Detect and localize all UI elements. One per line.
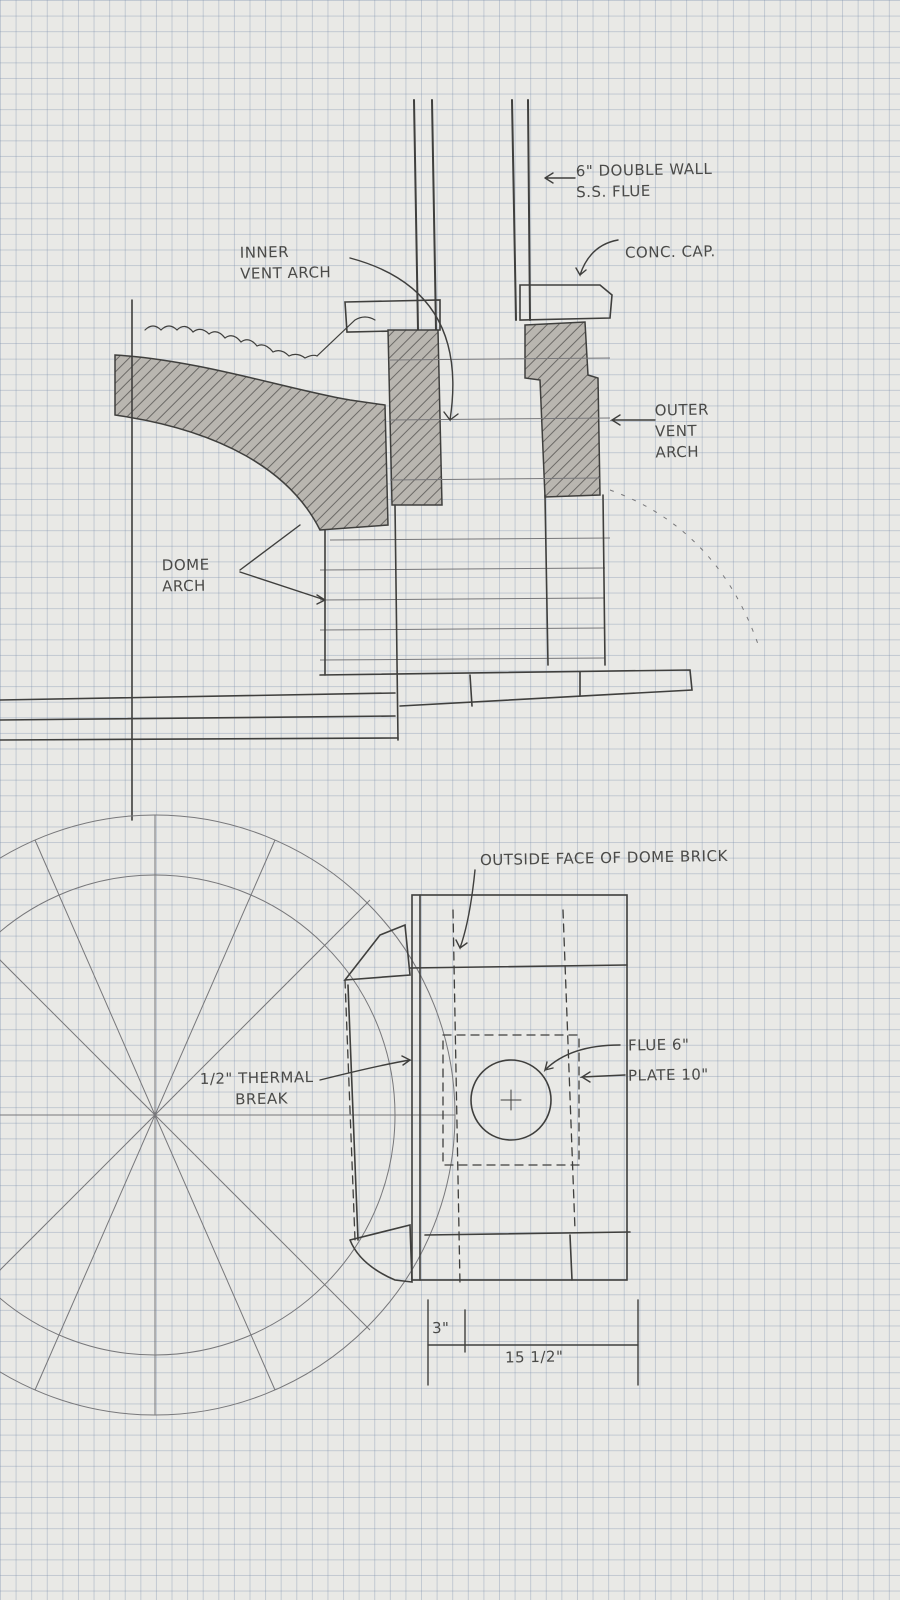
- outer-vent-arch: [524, 321, 601, 498]
- concrete-cap: [344, 284, 613, 333]
- plate-dashed: [344, 909, 580, 1286]
- label-dome-line2: ARCH: [162, 576, 207, 596]
- structure-lines: [0, 299, 693, 821]
- label-outside-face: OUTSIDE FACE OF DOME BRICK: [479, 846, 728, 870]
- label-inner-line2: VENT ARCH: [240, 263, 332, 283]
- label-flue-line1: 6" DOUBLE WALL: [575, 159, 713, 181]
- label-inner-vent-arch: INNER VENT ARCH: [240, 241, 332, 285]
- dimension-15-5in: 15 1/2": [504, 1347, 564, 1367]
- brick-courses: [319, 357, 611, 661]
- label-thermal-break: 1/2" THERMAL BREAK: [200, 1067, 314, 1111]
- label-inner-line1: INNER: [239, 242, 290, 262]
- label-outer-line3: ARCH: [655, 442, 700, 462]
- label-flue-plan: FLUE 6": [627, 1035, 690, 1055]
- vent-plan: [343, 894, 631, 1283]
- label-outer-line1: OUTER: [654, 400, 710, 420]
- label-thermal-line1: 1/2" THERMAL: [199, 1068, 314, 1088]
- dome-arch: [114, 354, 389, 531]
- label-outer-vent-arch: OUTER VENT ARCH: [654, 400, 709, 464]
- flue-pipe: [413, 99, 531, 331]
- plan-view: [0, 814, 639, 1416]
- dome-plan-circles: [0, 814, 456, 1416]
- inner-vent-arch: [387, 329, 443, 506]
- arch-arc-dashed: [609, 489, 761, 651]
- elevation-view: [0, 99, 761, 821]
- label-thermal-line2: BREAK: [235, 1089, 289, 1109]
- label-flue: 6" DOUBLE WALL S.S. FLUE: [576, 159, 713, 203]
- dimension-lines: [319, 869, 639, 1386]
- label-plate: PLATE 10": [627, 1065, 709, 1085]
- flue-circle: [470, 1059, 552, 1141]
- leader-arrows: [239, 172, 656, 605]
- label-dome-line1: DOME: [161, 555, 210, 575]
- label-conc-cap: CONC. CAP.: [624, 242, 716, 262]
- label-flue-line2: S.S. FLUE: [576, 181, 651, 202]
- label-dome-arch: DOME ARCH: [162, 555, 211, 598]
- dimension-3in: 3": [431, 1318, 450, 1338]
- flue-center-cross: [500, 1089, 522, 1111]
- label-outer-line2: VENT: [654, 421, 698, 441]
- insulation-blanket: [144, 316, 376, 359]
